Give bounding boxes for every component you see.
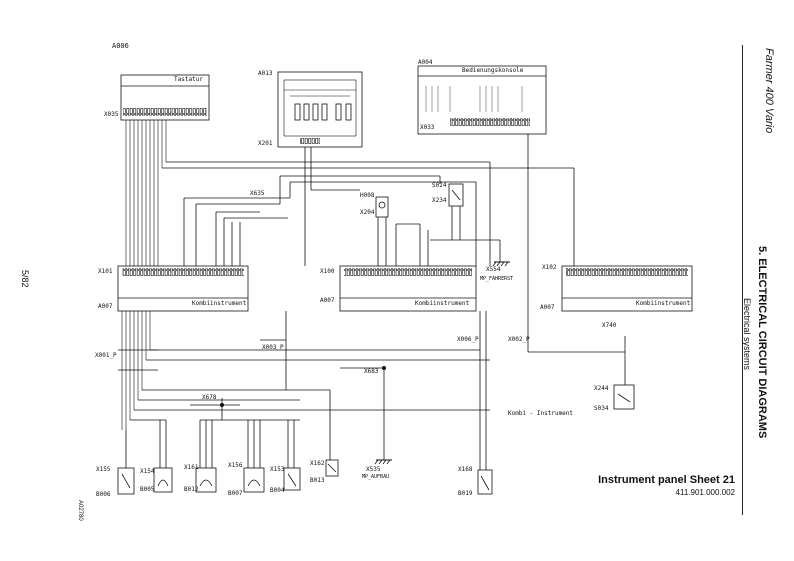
sidebar-subsection: Electrical systems [742,298,752,371]
kombi-box-1 [117,265,249,312]
label-x155: X155 [96,466,111,473]
label-a013: A013 [258,70,273,77]
sheet-number: 411.901.000.002 [675,488,735,497]
kombi-instrument-1 [117,265,249,312]
label-mp-fahrerst: MP_FAHRERST [480,276,514,282]
label-x153: X153 [270,466,285,473]
label-s034: S034 [594,405,609,412]
sidebar-section: 5. ELECTRICAL CIRCUIT DIAGRAMS [756,246,768,439]
label-h008: H008 [360,192,375,199]
lamp-h008 [375,196,389,218]
label-x201: X201 [258,140,273,147]
kombi-box-2 [339,265,477,312]
kombi-instrument-2 [339,265,477,312]
label-x162: X162 [310,460,325,467]
sidebar-divider [742,45,743,515]
label-x002-p: X002_P [508,336,530,343]
sensor-b007 [243,467,265,493]
label-mp-aufbau: MP_AUFBAU [362,474,390,480]
label-b006: B006 [96,491,111,498]
drawing-code: A02780 [77,500,83,521]
label-a006: A006 [112,42,129,50]
label-b004: B004 [270,487,285,494]
label-x033: X033 [420,124,435,131]
module-tastatur [120,74,210,121]
sensor-b004 [283,467,301,491]
label-kombi-1: Kombiinstrument [192,300,247,307]
label-a007-2: A007 [320,297,335,304]
label-x100: X100 [320,268,335,275]
label-x678: X678 [202,394,217,401]
label-x161: X161 [184,464,199,471]
tastatur-box [120,74,210,121]
label-x204: X204 [360,209,375,216]
sheet-title: Instrument panel Sheet 21 [598,474,735,486]
relay-module-box [277,71,363,148]
label-x102: X102 [542,264,557,271]
sensor-b019 [477,469,493,495]
sensor-b006 [117,467,135,495]
sensor-b005 [153,467,173,493]
kombi-box-3 [561,265,693,312]
label-x001-p: X001_P [95,352,117,359]
label-b019: B019 [458,490,473,497]
label-x554: X554 [486,266,501,273]
label-b012: B012 [184,486,199,493]
label-x154: X154 [140,468,155,475]
label-b005: B005 [140,486,155,493]
label-x234: X234 [432,197,447,204]
page-number: 5/82 [20,270,30,288]
bundle-tastatur [125,120,167,266]
switch-s034 [613,384,635,410]
sensor-b012 [195,467,217,493]
label-x101: X101 [98,268,113,275]
label-x535: X535 [366,466,381,473]
label-x156: X156 [228,462,243,469]
console-box [417,65,547,135]
label-x635: X635 [250,190,265,197]
label-kombi-bus: Kombi - Instrument [508,410,574,417]
label-b013: B013 [310,477,325,484]
label-kombi-2: Kombiinstrument [415,300,470,307]
label-x244: X244 [594,385,609,392]
label-x683: X683 [364,368,379,375]
label-x003-p: X003_P [262,344,284,351]
kombi-instrument-3 [561,265,693,312]
bundle-lower [121,311,151,430]
title-block: Instrument panel Sheet 21 411.901.000.00… [560,474,735,497]
label-a007-3: A007 [540,304,555,311]
label-b007: B007 [228,490,243,497]
label-x035: X035 [104,111,119,118]
label-a007-1: A007 [98,303,113,310]
module-bedienungskonsole [417,65,547,135]
label-a004: A004 [418,59,433,66]
sensor-b013 [325,459,339,477]
label-x168: X168 [458,466,473,473]
module-relay-a013 [277,71,363,148]
label-tastatur: Tastatur [174,76,203,83]
label-kombi-3: Kombiinstrument [636,300,691,307]
switch-s024 [448,183,464,207]
label-s024: S024 [432,182,447,189]
label-x740: X740 [602,322,617,329]
label-bedienungskonsole: Bedienungskonsole [462,67,524,74]
label-x006-p: X006_P [457,336,479,343]
sidebar-model: Farmer 400 Vario [763,48,775,134]
